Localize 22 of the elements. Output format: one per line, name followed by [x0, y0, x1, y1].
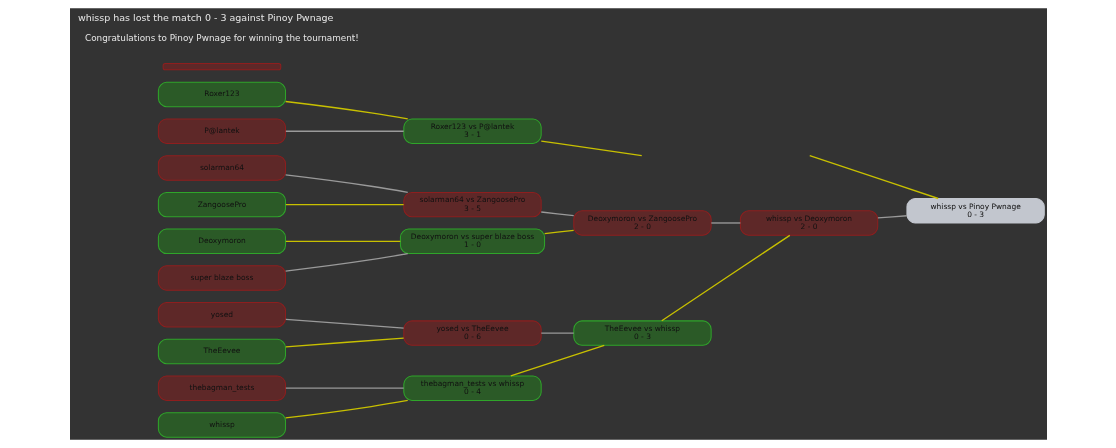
connector: [543, 229, 574, 235]
connector: [284, 130, 404, 132]
connector: [710, 222, 741, 224]
connector: [284, 337, 404, 348]
connector: [284, 387, 404, 389]
connector: [540, 140, 642, 157]
connector: [876, 215, 908, 219]
connector: [808, 155, 939, 200]
connector: [284, 100, 408, 120]
connector: [284, 252, 408, 272]
connector: [660, 234, 790, 322]
connector: [284, 203, 404, 206]
caption: Congratulations to Pinoy Pwnage for winning the tournament!: [84, 33, 359, 44]
connector: [540, 211, 574, 217]
connector: [284, 318, 404, 329]
connector: [540, 332, 574, 334]
connector: [509, 344, 605, 377]
connector: [284, 174, 408, 194]
connector: [284, 240, 401, 242]
connector: [284, 399, 408, 419]
node-bar: [162, 63, 281, 71]
diagram-title: whissp has lost the match 0 - 3 against Pinoy Pwnage: [77, 12, 333, 24]
